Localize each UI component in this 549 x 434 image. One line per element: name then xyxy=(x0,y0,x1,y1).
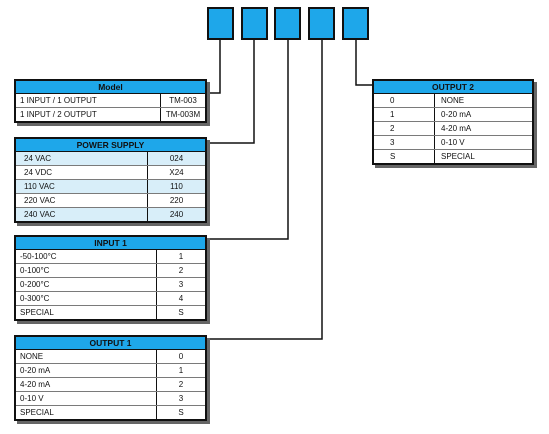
code-box-output1 xyxy=(308,7,335,40)
table-row: 1 INPUT / 1 OUTPUT TM-003 xyxy=(16,94,205,108)
code-box-model xyxy=(207,7,234,40)
output2-table: OUTPUT 2 0 NONE 1 0-20 mA 2 4-20 mA 3 0-… xyxy=(372,79,534,165)
table-row: -50-100°C 1 xyxy=(16,250,205,264)
output2-title: OUTPUT 2 xyxy=(374,81,532,94)
connector-power-supply xyxy=(207,40,255,144)
model-table: Model 1 INPUT / 1 OUTPUT TM-003 1 INPUT … xyxy=(14,79,207,123)
table-row: 0-10 V 3 xyxy=(16,392,205,406)
table-row: 240 VAC 240 xyxy=(16,208,205,221)
table-row: 2 4-20 mA xyxy=(374,122,532,136)
input1-title: INPUT 1 xyxy=(16,237,205,250)
connector-output2 xyxy=(355,40,372,86)
connector-model xyxy=(207,40,221,94)
table-row: 4-20 mA 2 xyxy=(16,378,205,392)
table-row: NONE 0 xyxy=(16,350,205,364)
table-row: 0-300°C 4 xyxy=(16,292,205,306)
output1-title: OUTPUT 1 xyxy=(16,337,205,350)
connector-output1 xyxy=(207,40,323,340)
output1-table: OUTPUT 1 NONE 0 0-20 mA 1 4-20 mA 2 0-10… xyxy=(14,335,207,421)
code-box-output2 xyxy=(342,7,369,40)
table-row: 110 VAC 110 xyxy=(16,180,205,194)
table-row: 0 NONE xyxy=(374,94,532,108)
table-row: 24 VDC X24 xyxy=(16,166,205,180)
table-row: 24 VAC 024 xyxy=(16,152,205,166)
code-box-power-supply xyxy=(241,7,268,40)
power-supply-table: POWER SUPPLY 24 VAC 024 24 VDC X24 110 V… xyxy=(14,137,207,223)
table-row: 0-200°C 3 xyxy=(16,278,205,292)
table-row: 0-20 mA 1 xyxy=(16,364,205,378)
input1-table: INPUT 1 -50-100°C 1 0-100°C 2 0-200°C 3 … xyxy=(14,235,207,321)
table-row: 1 INPUT / 2 OUTPUT TM-003M xyxy=(16,108,205,121)
code-box-input1 xyxy=(274,7,301,40)
table-row: 3 0-10 V xyxy=(374,136,532,150)
table-row: SPECIAL S xyxy=(16,406,205,419)
table-row: SPECIAL S xyxy=(16,306,205,319)
power-supply-title: POWER SUPPLY xyxy=(16,139,205,152)
table-row: S SPECIAL xyxy=(374,150,532,163)
connector-input1 xyxy=(207,40,289,240)
table-row: 0-100°C 2 xyxy=(16,264,205,278)
model-title: Model xyxy=(16,81,205,94)
table-row: 220 VAC 220 xyxy=(16,194,205,208)
table-row: 1 0-20 mA xyxy=(374,108,532,122)
